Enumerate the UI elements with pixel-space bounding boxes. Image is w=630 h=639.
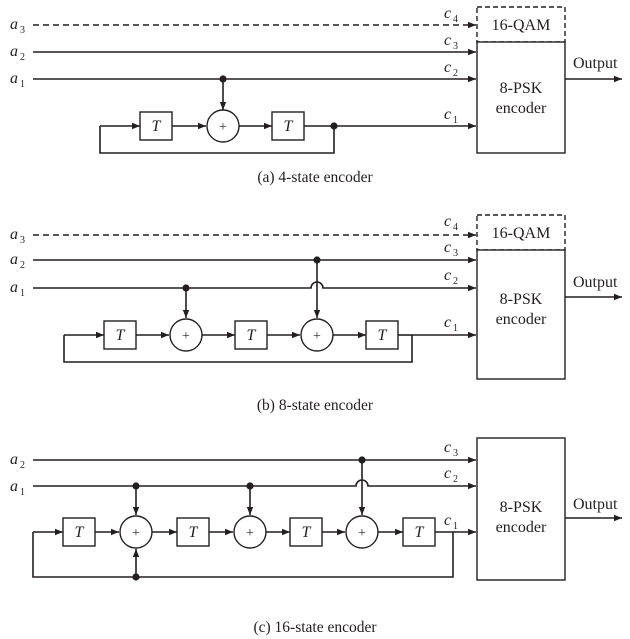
caption-c: (c) 16-state encoder [253, 619, 377, 636]
output-label: Output [573, 496, 618, 513]
encoder-a-4-state: a 3 a 2 a 1 c 4 c 3 c 2 c 1 T + T [10, 5, 622, 186]
delay-label: T [75, 524, 85, 541]
feedback-loop [99, 126, 335, 154]
label-a3: a [10, 16, 18, 33]
delay-label: T [284, 118, 294, 135]
caption-a: (a) 4-state encoder [257, 169, 373, 186]
feedback-loop [63, 335, 413, 363]
label-a1-sub: 1 [20, 487, 25, 498]
encoder-c-16-state: a 2 a 1 c 3 c 2 c 1 T + T + T [10, 437, 622, 636]
delay-label: T [116, 327, 126, 344]
delay-label: T [415, 524, 425, 541]
qam-box [476, 6, 566, 43]
delay-label: T [189, 524, 199, 541]
label-c4: c [444, 213, 451, 230]
delay-element [365, 320, 399, 350]
caption-b: (b) 8-state encoder [257, 397, 374, 414]
label-c2-sub: 2 [453, 276, 458, 287]
label-c2-sub: 2 [453, 68, 458, 79]
adder-label: + [313, 329, 321, 344]
label-c4-sub: 4 [453, 222, 458, 233]
label-a2-sub: 2 [20, 460, 25, 471]
psk-encoder-box [476, 437, 566, 581]
delay-element [234, 320, 268, 350]
label-c3-sub: 3 [453, 41, 458, 52]
label-a2-sub: 2 [20, 260, 25, 271]
label-c4-sub: 4 [453, 14, 458, 25]
adder-label: + [219, 120, 227, 135]
label-c3: c [444, 439, 451, 456]
label-a2: a [10, 451, 18, 468]
psk-encoder-box [476, 249, 566, 380]
psk-label-line1: 8-PSK [500, 499, 543, 516]
label-c2: c [444, 267, 451, 284]
delay-element [139, 111, 173, 141]
label-c1: c [444, 106, 451, 123]
delay-label: T [247, 327, 257, 344]
psk-label-line2: encoder [496, 519, 547, 536]
adder-label: + [132, 526, 140, 541]
label-a1: a [10, 70, 18, 87]
psk-label-line2: encoder [496, 311, 547, 328]
label-c4: c [444, 5, 451, 22]
delay-element [402, 517, 436, 547]
line-a1-c2 [33, 479, 476, 490]
feedback-loop [32, 532, 454, 578]
label-c3-sub: 3 [453, 248, 458, 259]
psk-label-line1: 8-PSK [500, 80, 543, 97]
label-c1: c [444, 512, 451, 529]
label-c1-sub: 1 [453, 521, 458, 532]
label-c2-sub: 2 [453, 474, 458, 485]
delay-element [176, 517, 210, 547]
label-a1: a [10, 279, 18, 296]
label-c1-sub: 1 [453, 115, 458, 126]
psk-label-line2: encoder [496, 100, 547, 117]
label-c3-sub: 3 [453, 448, 458, 459]
label-a2: a [10, 43, 18, 60]
label-a2-sub: 2 [20, 52, 25, 63]
delay-label: T [302, 524, 312, 541]
label-c1: c [444, 314, 451, 331]
label-c3: c [444, 239, 451, 256]
psk-encoder-box [476, 41, 566, 154]
qam-label: 16-QAM [492, 17, 551, 34]
encoder-b-8-state: a 3 a 2 a 1 c 4 c 3 c 2 c 1 T + T [10, 213, 622, 414]
delay-label: T [152, 118, 162, 135]
delay-label: T [378, 327, 388, 344]
output-label: Output [573, 274, 618, 291]
label-a1: a [10, 478, 18, 495]
line-a1-c2 [33, 281, 476, 292]
psk-label-line1: 8-PSK [500, 291, 543, 308]
qam-label: 16-QAM [492, 225, 551, 242]
label-c2: c [444, 59, 451, 76]
label-c2: c [444, 465, 451, 482]
adder-label: + [358, 526, 366, 541]
label-a1-sub: 1 [20, 288, 25, 299]
label-a3: a [10, 226, 18, 243]
label-a3-sub: 3 [20, 25, 25, 36]
qam-box [476, 214, 566, 251]
label-a1-sub: 1 [20, 79, 25, 90]
label-a3-sub: 3 [20, 235, 25, 246]
output-label: Output [573, 55, 618, 72]
label-a2: a [10, 251, 18, 268]
adder-label: + [182, 329, 190, 344]
label-c1-sub: 1 [453, 323, 458, 334]
label-c3: c [444, 32, 451, 49]
adder-label: + [246, 526, 254, 541]
